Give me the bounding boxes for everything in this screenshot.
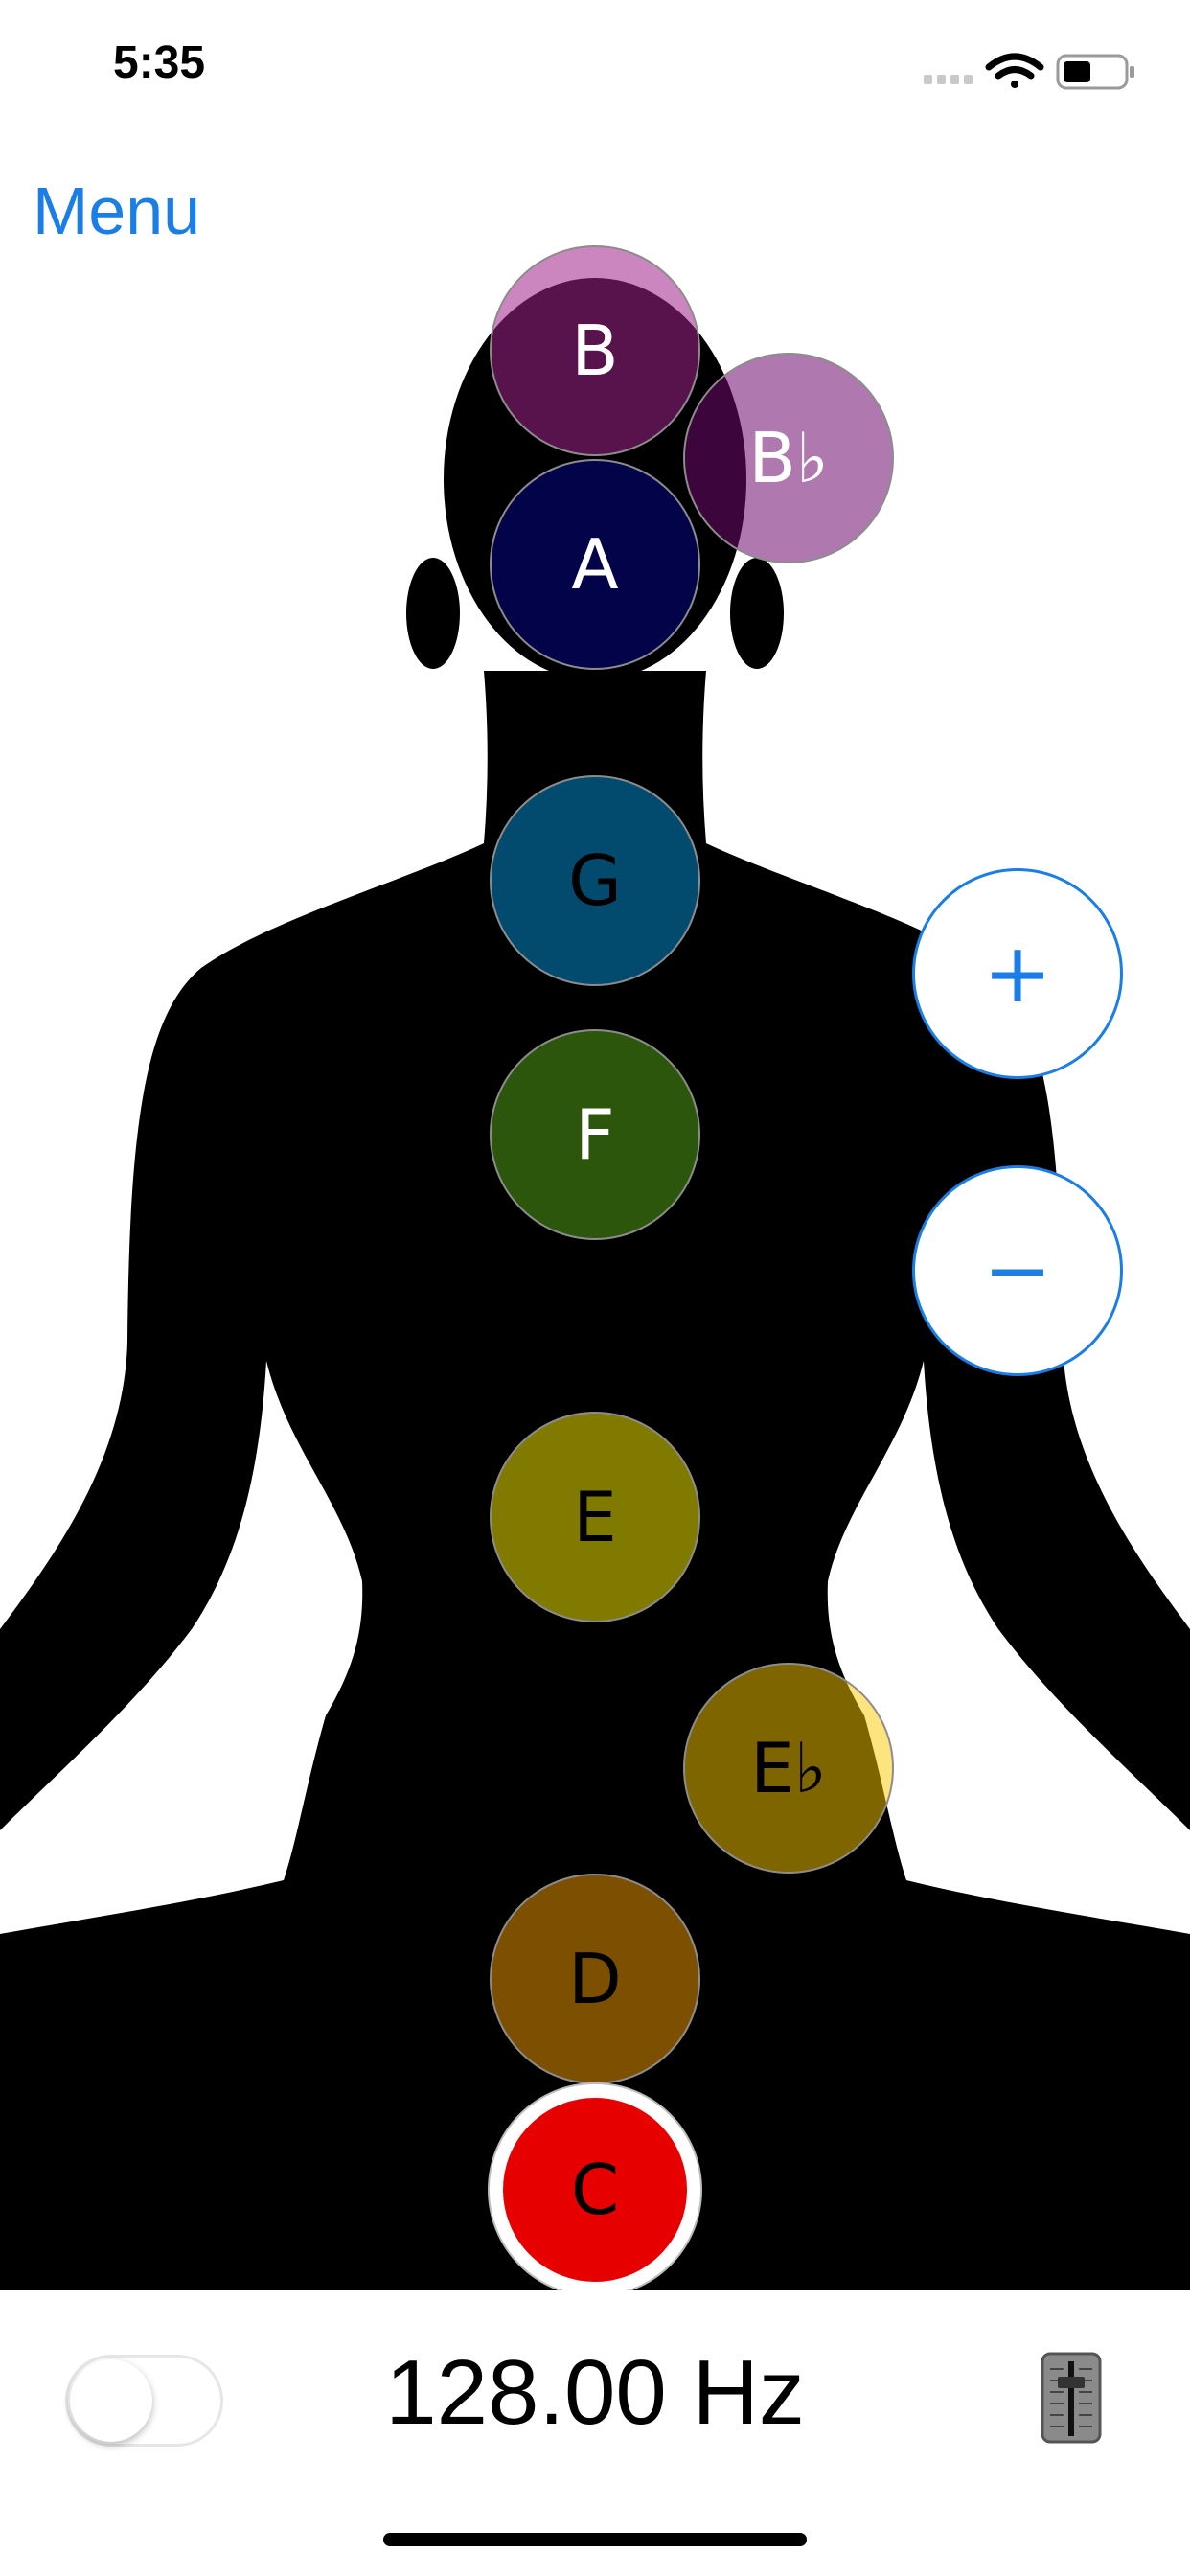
minus-button[interactable]: − bbox=[912, 1165, 1123, 1376]
note-label: E♭ bbox=[750, 1728, 827, 1808]
sound-toggle[interactable] bbox=[65, 2355, 223, 2447]
note-e-flat-button[interactable]: E♭ bbox=[683, 1663, 894, 1874]
battery-icon bbox=[1056, 54, 1134, 90]
note-label: B♭ bbox=[748, 418, 829, 498]
note-b-button[interactable]: B bbox=[490, 245, 700, 456]
toggle-knob[interactable] bbox=[70, 2359, 152, 2442]
note-label: E bbox=[573, 1477, 617, 1557]
note-label: D bbox=[568, 1939, 622, 2019]
bottom-bar: 128.00 Hz bbox=[0, 2290, 1190, 2576]
note-label: C bbox=[570, 2150, 620, 2230]
status-icons bbox=[924, 52, 1144, 99]
signal-icon bbox=[924, 75, 973, 84]
plus-button[interactable]: + bbox=[912, 868, 1123, 1079]
status-time: 5:35 bbox=[113, 37, 206, 88]
status-bar: 5:35 bbox=[0, 0, 1190, 134]
note-b-flat-button[interactable]: B♭ bbox=[683, 353, 894, 564]
note-label: F bbox=[575, 1094, 615, 1175]
plus-label: + bbox=[982, 926, 1053, 1022]
note-label: A bbox=[571, 524, 619, 605]
note-c-button[interactable]: C bbox=[490, 2084, 700, 2295]
note-g-button[interactable]: G bbox=[490, 775, 700, 986]
note-f-button[interactable]: F bbox=[490, 1029, 700, 1240]
menu-button[interactable]: Menu bbox=[33, 173, 201, 248]
minus-label: − bbox=[982, 1223, 1053, 1319]
note-label: B bbox=[571, 310, 619, 391]
home-indicator bbox=[383, 2533, 807, 2546]
frequency-readout: 128.00 Hz bbox=[385, 2341, 805, 2444]
mixer-slider-icon[interactable] bbox=[1041, 2352, 1102, 2444]
wifi-icon bbox=[985, 53, 1044, 88]
note-d-button[interactable]: D bbox=[490, 1874, 700, 2084]
note-a-button[interactable]: A bbox=[490, 459, 700, 670]
note-label: G bbox=[568, 840, 622, 921]
note-e-button[interactable]: E bbox=[490, 1412, 700, 1622]
